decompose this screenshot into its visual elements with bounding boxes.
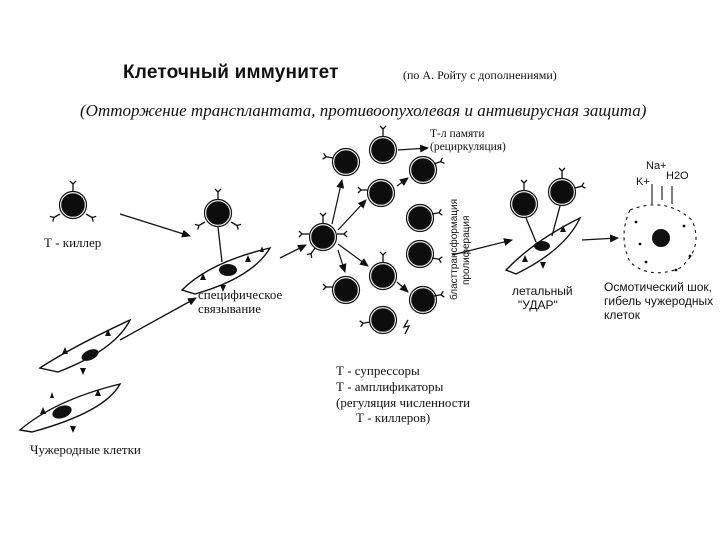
potassium-ion-label: K+ <box>636 176 650 188</box>
lethal-hit-label-line1: летальный <box>512 284 573 298</box>
proliferation-label: пролиферация <box>461 215 472 285</box>
arrow <box>119 297 197 341</box>
diagram-subtitle: (Отторжение трансплантата, противоопухол… <box>80 101 647 120</box>
lymphocyte-clone-group <box>321 125 446 335</box>
specific-binding-label-line2: связывание <box>198 301 262 316</box>
title-attribution: (по А. Ройту с дополнениями) <box>403 68 557 82</box>
t-killer-cell <box>49 180 97 223</box>
blast-transformation-label: бласттрансформация <box>449 199 460 300</box>
specific-binding-complex <box>180 188 272 295</box>
arrow <box>581 234 619 243</box>
lethal-hit-label-line2: "УДАР" <box>518 298 558 312</box>
arrow <box>279 244 307 259</box>
memory-cells-label-line2: (рециркуляция) <box>430 141 506 153</box>
osmotic-shock-label-line3: клеток <box>604 308 640 322</box>
regulation-label-line2: Т - киллеров) <box>356 410 431 425</box>
t-killer-label: Т - киллер <box>44 235 102 250</box>
specific-binding-label-line1: специфическое <box>198 287 283 302</box>
activated-lymphocyte <box>298 212 348 259</box>
memory-cells-label-line1: Т-л памяти <box>430 128 485 140</box>
arrow <box>451 238 513 256</box>
diagram-title: Клеточный иммунитет <box>123 62 339 83</box>
lysing-foreign-cell <box>623 184 697 274</box>
osmotic-shock-label-line2: гибель чужеродных <box>604 294 714 308</box>
regulation-label-line1: (регуляция численности <box>336 395 471 410</box>
foreign-cells-label: Чужеродные клетки <box>30 442 141 457</box>
osmotic-shock-label-line1: Осмотический шок, <box>604 280 712 294</box>
suppressors-label: Т - супрессоры <box>336 363 420 378</box>
lethal-hit-complex <box>504 167 587 275</box>
arrow <box>119 213 191 238</box>
foreign-cell <box>38 318 132 375</box>
proliferation-arrows <box>331 144 429 335</box>
foreign-cell <box>18 382 122 433</box>
water-label: H2O <box>666 170 689 182</box>
amplifiers-label: Т - амплификаторы <box>336 379 444 394</box>
sodium-ion-label: Na+ <box>646 160 667 172</box>
